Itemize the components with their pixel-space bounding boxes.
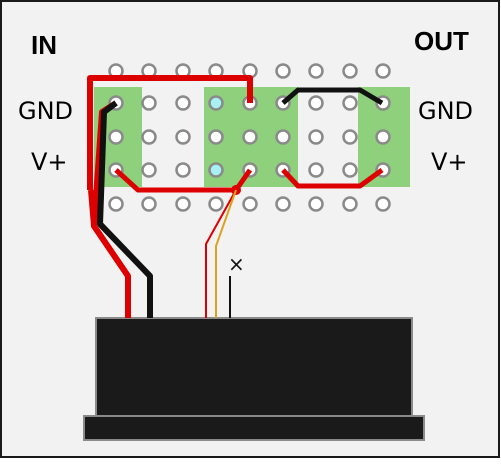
board-hole (141, 162, 157, 178)
wire-black-in-mask (88, 189, 131, 278)
board-hole (308, 196, 324, 212)
wire-thin-orange (215, 189, 237, 318)
board-hole (242, 129, 258, 145)
board-hole (208, 95, 224, 111)
board-hole (141, 129, 157, 145)
gnd-right-label: GND (418, 97, 473, 125)
gnd-left-label: GND (18, 97, 73, 125)
board-hole (108, 196, 124, 212)
wire-red-in-top (87, 75, 253, 190)
board-hole (141, 95, 157, 111)
board-hole (175, 95, 191, 111)
in-label: IN (31, 30, 57, 60)
vplus-right-label: V+ (431, 148, 468, 176)
board-hole (342, 129, 358, 145)
board-hole (175, 129, 191, 145)
board-hole (275, 129, 291, 145)
board-hole (108, 129, 124, 145)
board-hole (175, 196, 191, 212)
wire-red-vplus-right (281, 167, 384, 189)
board-hole (342, 95, 358, 111)
out-label: OUT (414, 26, 469, 56)
board-hole (275, 196, 291, 212)
board-hole (141, 196, 157, 212)
board-hole (308, 63, 324, 79)
wire-black-in (97, 100, 153, 318)
board-hole (208, 162, 224, 178)
board-hole (342, 63, 358, 79)
board-hole (375, 63, 391, 79)
wire-black-gnd (281, 87, 384, 106)
board-hole (342, 162, 358, 178)
board-hole (208, 196, 224, 212)
board-hole (375, 129, 391, 145)
module-body (95, 317, 413, 419)
vplus-left-label: V+ (31, 148, 68, 176)
board-hole (175, 162, 191, 178)
board-hole (308, 162, 324, 178)
wire-red-vplus-left (114, 168, 253, 193)
board-hole (375, 196, 391, 212)
board-hole (308, 129, 324, 145)
board-hole (208, 129, 224, 145)
board-hole (275, 63, 291, 79)
board-hole (342, 196, 358, 212)
wire-thin-red (205, 189, 237, 318)
board-hole (308, 95, 324, 111)
unconnected-mark: × (228, 252, 245, 276)
board-hole (242, 196, 258, 212)
module-base (83, 415, 425, 441)
